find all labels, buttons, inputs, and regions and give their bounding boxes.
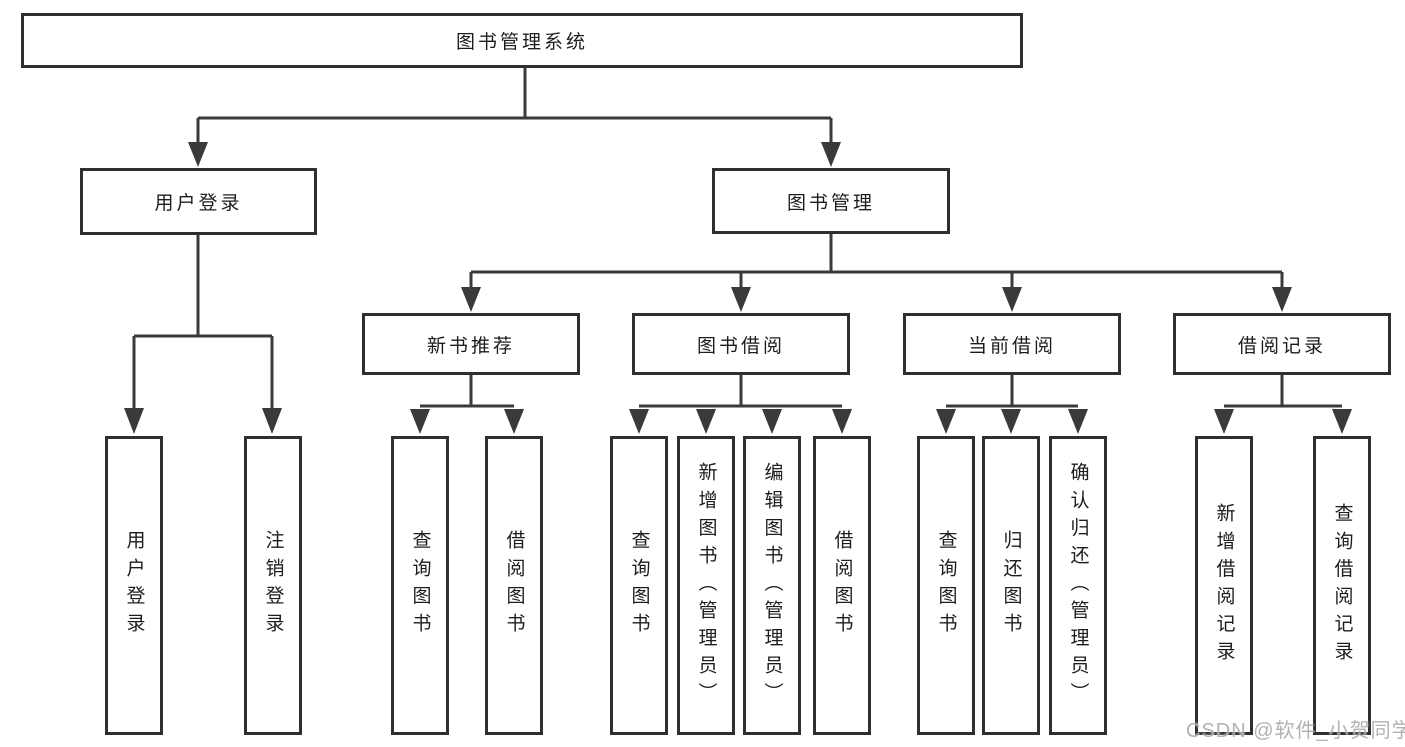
node-label: 借阅记录 [1237, 335, 1326, 357]
node-book-management: 图书管理 [712, 168, 950, 234]
leaf-borrow-books: 借阅图书 [813, 436, 871, 735]
leaf-edit-books-admin: 编辑图书（管理员） [743, 436, 801, 735]
csdn-watermark: CSDN @软件_小贺同学 [1186, 720, 1405, 742]
node-library-management-system: 图书管理系统 [21, 13, 1023, 68]
leaf-label: 用户登录 [123, 530, 145, 641]
node-label: 图书管理系统 [455, 32, 588, 53]
leaf-add-books-admin: 新增图书（管理员） [677, 436, 735, 735]
leaf-label: 归还图书 [1000, 530, 1022, 641]
leaf-query-books: 查询图书 [610, 436, 668, 735]
leaf-label: 查询图书 [628, 530, 650, 641]
leaf-borrow-books: 借阅图书 [485, 436, 543, 735]
node-label: 用户登录 [154, 193, 243, 214]
leaf-logout: 注销登录 [244, 436, 302, 735]
node-label: 新书推荐 [426, 335, 515, 357]
leaf-confirm-return-admin: 确认归还（管理员） [1049, 436, 1107, 735]
node-user-login: 用户登录 [80, 168, 317, 235]
leaf-query-borrow-record: 查询借阅记录 [1313, 436, 1371, 735]
leaf-label: 查询图书 [409, 530, 431, 641]
node-label: 当前借阅 [967, 335, 1056, 357]
leaf-label: 新增图书（管理员） [695, 461, 717, 710]
leaf-add-borrow-record: 新增借阅记录 [1195, 436, 1253, 735]
leaf-label: 借阅图书 [831, 530, 853, 641]
node-borrowing-records: 借阅记录 [1173, 313, 1391, 375]
node-current-borrowing: 当前借阅 [903, 313, 1121, 375]
leaf-query-books: 查询图书 [391, 436, 449, 735]
leaf-return-books: 归还图书 [982, 436, 1040, 735]
leaf-label: 注销登录 [262, 530, 284, 641]
node-label: 图书借阅 [696, 335, 785, 357]
node-label: 图书管理 [786, 192, 875, 214]
leaf-label: 查询图书 [935, 530, 957, 641]
leaf-label: 确认归还（管理员） [1067, 461, 1089, 710]
leaf-label: 新增借阅记录 [1213, 502, 1235, 669]
leaf-query-books: 查询图书 [917, 436, 975, 735]
leaf-label: 查询借阅记录 [1331, 502, 1353, 669]
leaf-user-login: 用户登录 [105, 436, 163, 735]
node-new-book-recommendation: 新书推荐 [362, 313, 580, 375]
leaf-label: 编辑图书（管理员） [761, 461, 783, 710]
node-book-borrowing: 图书借阅 [632, 313, 850, 375]
leaf-label: 借阅图书 [503, 530, 525, 641]
